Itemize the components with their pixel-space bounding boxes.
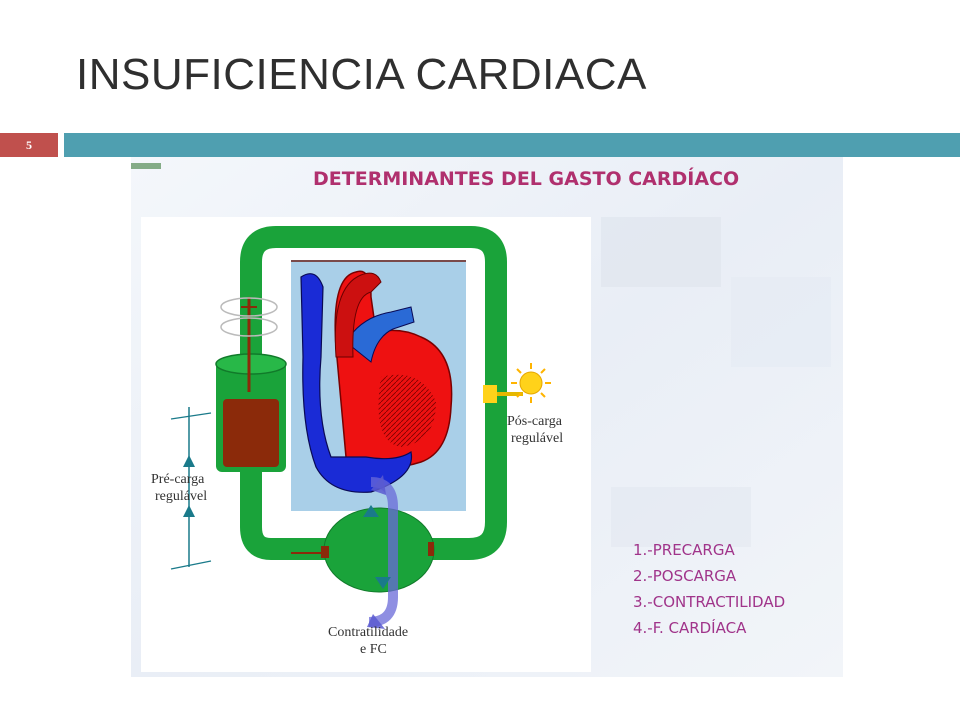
spring-coil	[220, 317, 278, 337]
afterload-label-line2: regulável	[511, 431, 563, 446]
reservoir-top	[215, 353, 287, 375]
circulation-diagram: DETERMINANTES DEL GASTO CARDÍACO Pré-car…	[131, 157, 843, 677]
heart-hatch	[378, 374, 436, 447]
diagram-heading: DETERMINANTES DEL GASTO CARDÍACO	[313, 167, 739, 190]
contractility-label-line1: Contratilidade	[328, 625, 408, 640]
blur-patch	[601, 217, 721, 287]
afterload-label-line1: Pós-carga	[507, 414, 563, 429]
pump-valve-right	[428, 542, 434, 556]
preload-arrow-up	[183, 505, 195, 517]
list-item: 1.-PRECARGA	[633, 541, 735, 559]
preload-label-line2: regulável	[155, 489, 207, 504]
determinants-list: 1.-PRECARGA 2.-POSCARGA 3.-CONTRACTILIDA…	[633, 541, 785, 637]
heart-illustration	[300, 270, 453, 493]
list-item: 4.-F. CARDÍACA	[633, 618, 747, 637]
preload-bracket	[170, 560, 212, 570]
preload-bracket	[170, 412, 212, 420]
list-item: 3.-CONTRACTILIDAD	[633, 593, 785, 611]
sun-icon	[511, 363, 551, 403]
spring-coil	[220, 297, 278, 317]
cardiac-output-figure: DETERMINANTES DEL GASTO CARDÍACO Pré-car…	[131, 157, 843, 677]
pump-arrow-up	[363, 505, 379, 517]
preload-label-line1: Pré-carga	[151, 472, 205, 487]
contractility-label-line2: e FC	[360, 642, 387, 657]
preload-arrow-up	[183, 455, 195, 467]
blur-patch	[611, 487, 751, 547]
list-item: 2.-POSCARGA	[633, 567, 737, 585]
page-number-badge: 5	[0, 133, 58, 157]
afterload-valve	[483, 385, 497, 403]
corner-mark	[131, 163, 161, 169]
pulmonary-artery	[345, 306, 415, 363]
heart-right-blue	[300, 273, 413, 493]
pump-arrow-down	[375, 577, 391, 589]
blur-patch	[731, 277, 831, 367]
slide-title: INSUFICIENCIA CARDIACA	[76, 50, 647, 99]
aortic-arch	[334, 272, 382, 358]
title-accent-bar	[64, 133, 960, 157]
blood-level	[223, 399, 279, 467]
pump-valve-left	[321, 546, 329, 558]
contractility-arrows	[367, 475, 398, 629]
